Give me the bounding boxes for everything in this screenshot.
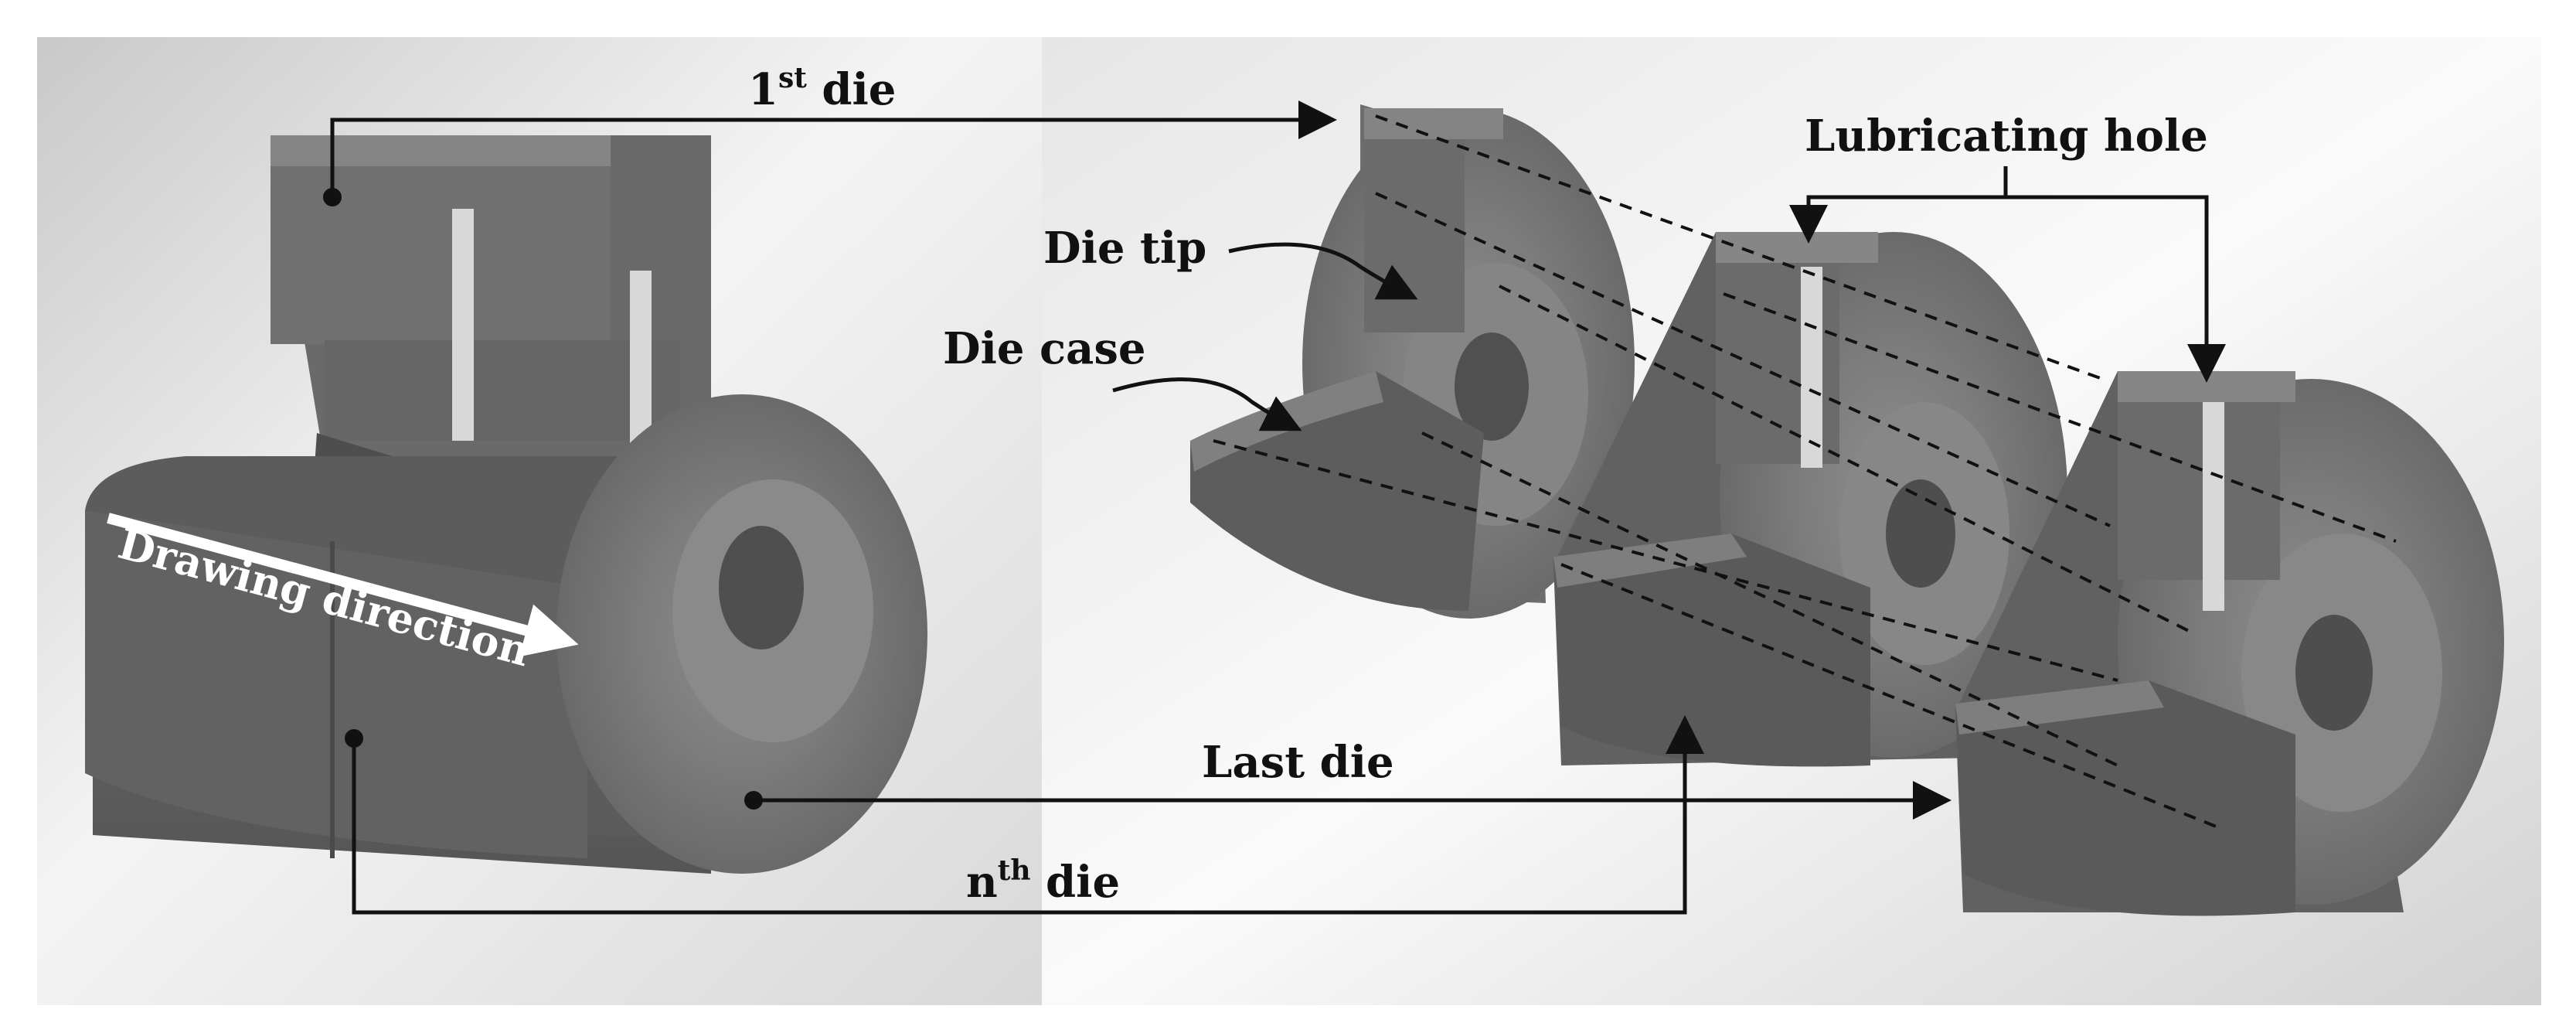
nth-die-label-main: n — [966, 857, 998, 908]
first-die-connector — [323, 101, 1337, 206]
first-die-label-tail: die — [807, 64, 897, 115]
die-case-label: Die case — [943, 323, 1146, 374]
nth-die-label-sup: th — [998, 854, 1031, 887]
lubricating-hole-connector — [1789, 166, 2226, 383]
last-die-label: Last die — [1202, 737, 1394, 788]
last-die-connector — [744, 781, 1952, 820]
alignment-dashed-lines — [1213, 114, 2397, 829]
drawing-direction-arrow — [107, 513, 579, 657]
first-die-label-sup: st — [778, 62, 807, 94]
nth-die-label-tail: die — [1031, 857, 1121, 908]
die-tip-leader — [1228, 242, 1418, 300]
first-die-label: 1st die — [748, 62, 896, 115]
first-die-label-main: 1 — [748, 64, 778, 115]
nth-die-label: nth die — [966, 854, 1120, 908]
first-die-illustration — [1190, 104, 1635, 619]
die-tip-label: Die tip — [1043, 223, 1206, 274]
nth-die-connector — [345, 715, 1704, 915]
lubricating-hole-label: Lubricating hole — [1805, 111, 2208, 162]
die-case-leader — [1112, 377, 1302, 431]
